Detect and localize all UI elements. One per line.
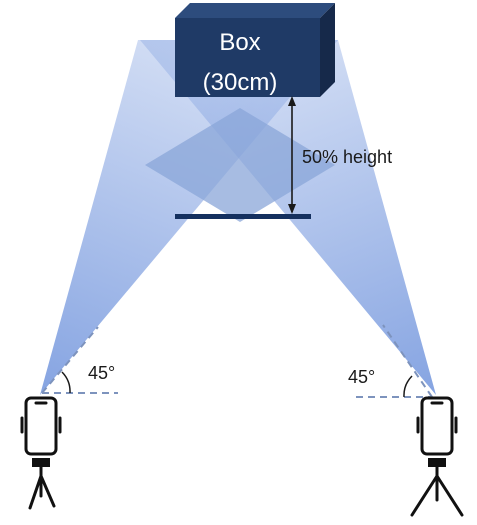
left-phone-tripod-icon	[20, 396, 62, 510]
right-angle-arc	[403, 375, 413, 398]
height-dimension-arrow	[288, 96, 296, 214]
left-angle-guides	[41, 326, 118, 394]
height-label: 50% height	[302, 147, 392, 167]
box-top-face	[175, 3, 335, 18]
left-angle-arc	[61, 371, 71, 394]
right-angle-label: 45°	[348, 367, 375, 387]
left-angle-label: 45°	[88, 363, 115, 383]
box-size-label: (30cm)	[203, 69, 278, 96]
box-front-face	[175, 18, 320, 97]
right-phone-tripod-icon	[410, 396, 464, 517]
measurement-plane-diamond	[145, 108, 335, 222]
box-label: Box	[219, 29, 260, 56]
box-object: Box (30cm)	[175, 3, 335, 97]
right-angle-guides	[356, 324, 433, 398]
measurement-bar	[175, 214, 311, 219]
box-side-face	[320, 3, 335, 97]
